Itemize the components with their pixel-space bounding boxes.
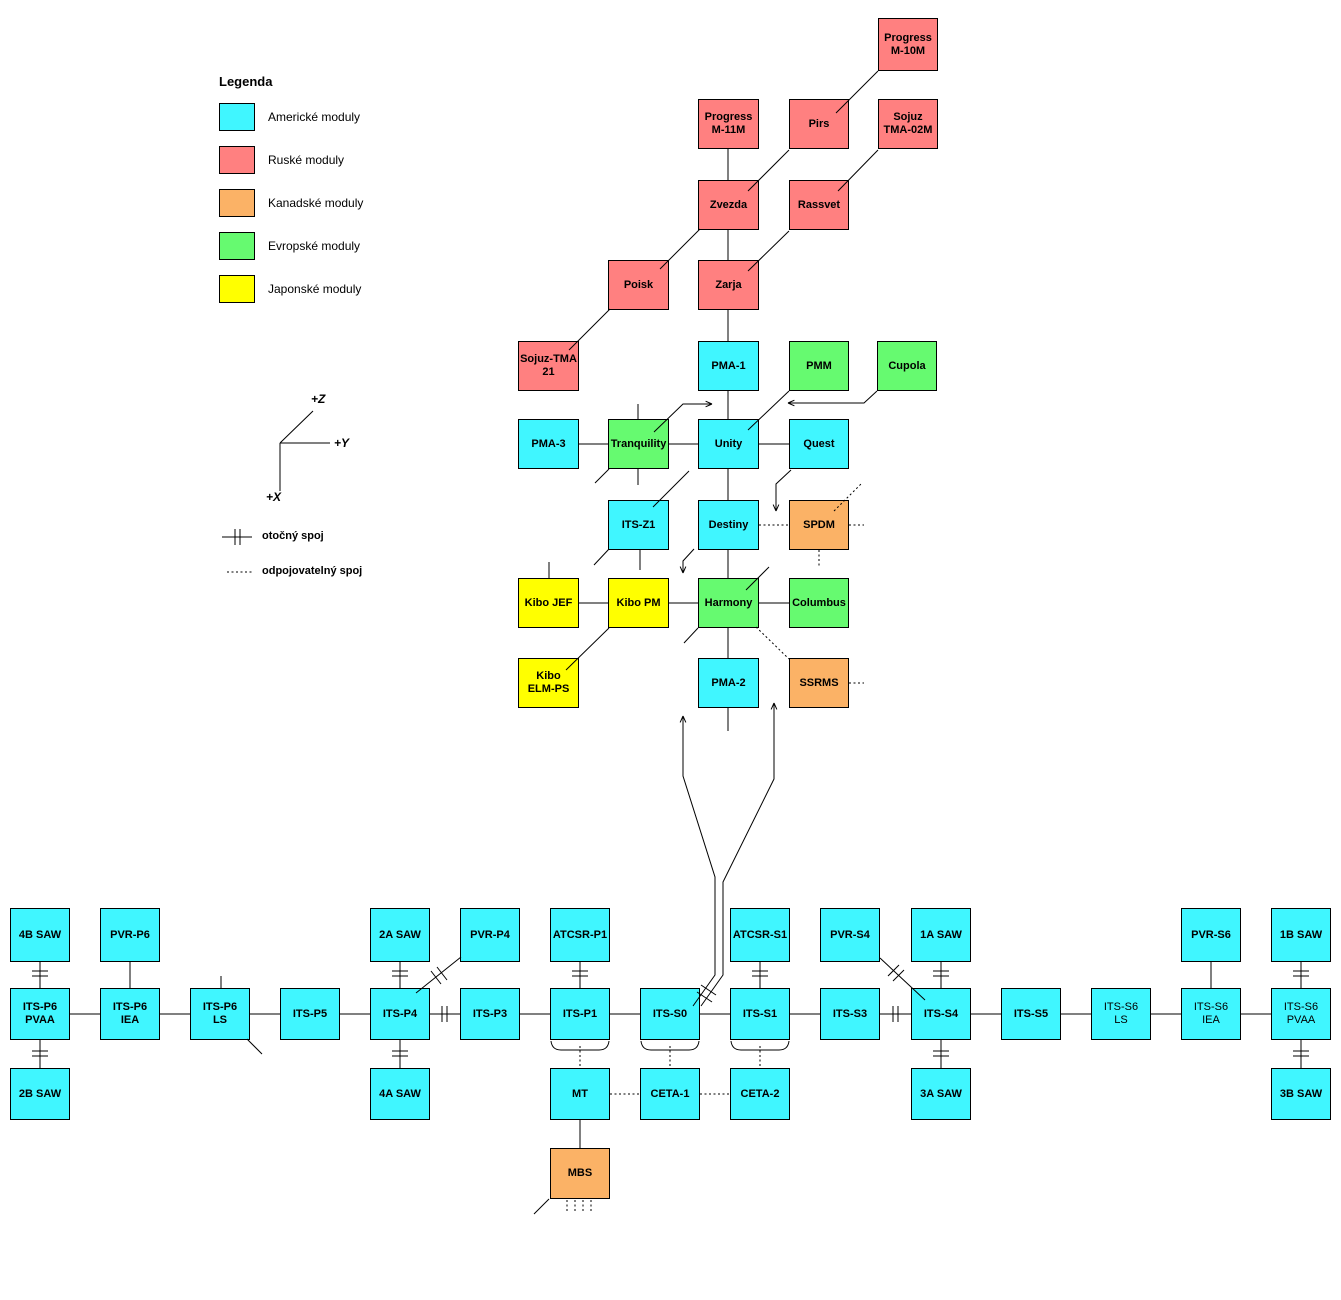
module-pma-1: PMA-1	[698, 341, 759, 391]
axis-label-z: +Z	[311, 392, 326, 406]
module-its-s0: ITS-S0	[640, 988, 700, 1040]
module-its-p4: ITS-P4	[370, 988, 430, 1040]
module-its-p3: ITS-P3	[460, 988, 520, 1040]
module-its-s6-iea: ITS-S6 IEA	[1181, 988, 1241, 1040]
module-4b-saw: 4B SAW	[10, 908, 70, 962]
module-spdm: SPDM	[789, 500, 849, 550]
module-pma-3: PMA-3	[518, 419, 579, 469]
legend-label-european: Evropské moduly	[268, 238, 361, 253]
module-zarja: Zarja	[698, 260, 759, 310]
module-1b-saw: 1B SAW	[1271, 908, 1331, 962]
module-tranquility: Tranquility	[608, 419, 669, 469]
module-pvr-p4: PVR-P4	[460, 908, 520, 962]
module-mbs: MBS	[550, 1148, 610, 1199]
module-its-s6-pvaa: ITS-S6 PVAA	[1271, 988, 1331, 1040]
module-its-p5: ITS-P5	[280, 988, 340, 1040]
module-its-s3: ITS-S3	[820, 988, 880, 1040]
module-atcsr-p1: ATCSR-P1	[550, 908, 610, 962]
module-3a-saw: 3A SAW	[911, 1068, 971, 1120]
module-columbus: Columbus	[789, 578, 849, 628]
module-kibo-jef: Kibo JEF	[518, 578, 579, 628]
module-progress-m10m: Progress M-10M	[878, 18, 938, 71]
rotary-joint-label: otočný spoj	[262, 530, 324, 542]
module-3b-saw: 3B SAW	[1271, 1068, 1331, 1120]
module-rassvet: Rassvet	[789, 180, 849, 230]
module-its-p6-ls: ITS-P6 LS	[190, 988, 250, 1040]
module-its-s4: ITS-S4	[911, 988, 971, 1040]
module-pirs: Pirs	[789, 99, 849, 149]
legend-label-canadian: Kanadské moduly	[268, 195, 364, 210]
module-4a-saw: 4A SAW	[370, 1068, 430, 1120]
module-its-s1: ITS-S1	[730, 988, 790, 1040]
legend-label-japanese: Japonské moduly	[268, 281, 362, 296]
module-ceta-2: CETA-2	[730, 1068, 790, 1120]
module-1a-saw: 1A SAW	[911, 908, 971, 962]
legend-item-american: Americké moduly	[219, 102, 363, 131]
legend-swatch-canadian	[219, 188, 255, 217]
legend-label-american: Americké moduly	[268, 109, 361, 124]
module-2b-saw: 2B SAW	[10, 1068, 70, 1120]
module-ceta-1: CETA-1	[640, 1068, 700, 1120]
module-pma-2: PMA-2	[698, 658, 759, 708]
legend-swatch-european	[219, 231, 255, 260]
module-zvezda: Zvezda	[698, 180, 759, 230]
module-harmony: Harmony	[698, 578, 759, 628]
module-progress-m11m: Progress M-11M	[698, 99, 759, 149]
axis-label-y: +Y	[334, 436, 350, 450]
module-kibo-pm: Kibo PM	[608, 578, 669, 628]
module-quest: Quest	[789, 419, 849, 469]
detachable-joint-label: odpojovatelný spoj	[262, 565, 363, 577]
module-its-z1: ITS-Z1	[608, 500, 669, 550]
module-pvr-p6: PVR-P6	[100, 908, 160, 962]
legend-swatch-russian	[219, 145, 255, 174]
legend-item-european: Evropské moduly	[219, 231, 363, 260]
module-2a-saw: 2A SAW	[370, 908, 430, 962]
module-mt: MT	[550, 1068, 610, 1120]
module-sojuz-tma-21: Sojuz-TMA 21	[518, 341, 579, 391]
module-its-s6-ls: ITS-S6 LS	[1091, 988, 1151, 1040]
legend-item-canadian: Kanadské moduly	[219, 188, 364, 217]
module-pmm: PMM	[789, 341, 849, 391]
module-its-p1: ITS-P1	[550, 988, 610, 1040]
module-sojuz-tma-02m: Sojuz TMA-02M	[878, 99, 938, 149]
module-kibo-elm-ps: Kibo ELM-PS	[518, 658, 579, 708]
module-ssrms: SSRMS	[789, 658, 849, 708]
module-its-p6-iea: ITS-P6 IEA	[100, 988, 160, 1040]
legend-item-russian: Ruské moduly	[219, 145, 363, 174]
module-its-p6-pvaa: ITS-P6 PVAA	[10, 988, 70, 1040]
legend-swatch-japanese	[219, 274, 255, 303]
module-cupola: Cupola	[877, 341, 937, 391]
legend-label-russian: Ruské moduly	[268, 152, 345, 167]
module-unity: Unity	[698, 419, 759, 469]
module-pvr-s6: PVR-S6	[1181, 908, 1241, 962]
module-its-s5: ITS-S5	[1001, 988, 1061, 1040]
legend-swatch-american	[219, 102, 255, 131]
module-pvr-s4: PVR-S4	[820, 908, 880, 962]
legend-title: Legenda	[219, 74, 273, 89]
module-atcsr-s1: ATCSR-S1	[730, 908, 790, 962]
module-destiny: Destiny	[698, 500, 759, 550]
module-poisk: Poisk	[608, 260, 669, 310]
legend-item-japanese: Japonské moduly	[219, 274, 363, 303]
axis-label-x: +X	[266, 490, 282, 504]
